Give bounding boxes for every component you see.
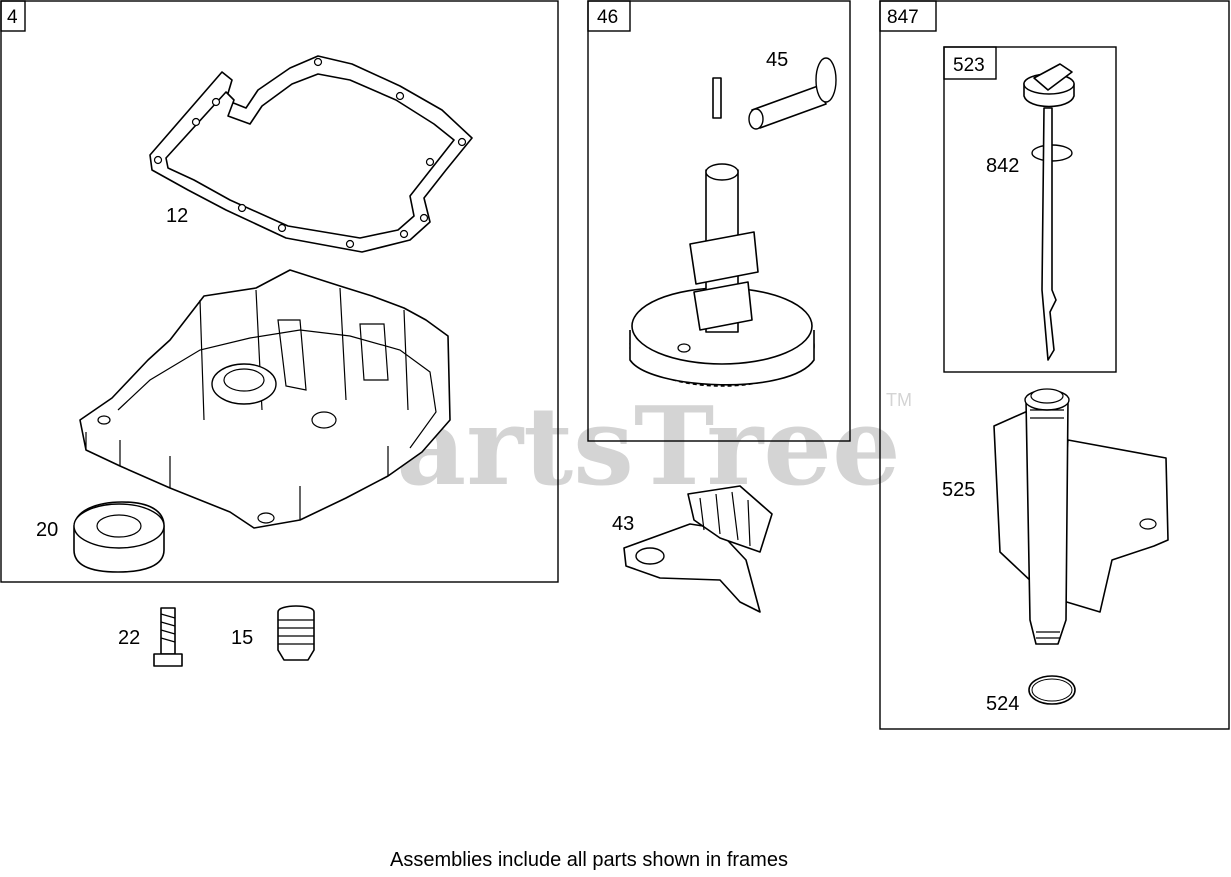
bolt-part-22 <box>153 607 183 667</box>
gasket-part-12 <box>149 55 473 253</box>
frame-523-tag: 523 <box>953 55 985 76</box>
callout-22: 22 <box>118 627 140 649</box>
callout-525: 525 <box>942 479 975 501</box>
frame-46: 46 <box>587 0 851 442</box>
frame-523-tag-box <box>943 46 997 80</box>
frame-46-tag: 46 <box>597 7 618 28</box>
frame-523: 523 <box>943 46 1117 373</box>
callout-20: 20 <box>36 519 58 541</box>
frame-4: 4 <box>0 0 559 583</box>
frame-847-tag-box <box>879 0 937 32</box>
fill-tube-part-525 <box>993 388 1169 645</box>
frame-4-tag: 4 <box>7 7 18 28</box>
frame-847: 847 <box>879 0 1230 730</box>
frame-46-tag-box <box>587 0 631 32</box>
frame-523-border <box>943 46 1117 373</box>
callout-12: 12 <box>166 205 188 227</box>
camshaft-gear <box>629 163 815 387</box>
dipstick-part-842 <box>1023 63 1075 361</box>
frame-847-tag: 847 <box>887 7 919 28</box>
bracket-part-43 <box>623 485 773 613</box>
callout-842: 842 <box>986 155 1019 177</box>
frame-4-tag-box <box>0 0 26 32</box>
oring-part-524 <box>1028 675 1076 705</box>
callout-45: 45 <box>766 49 788 71</box>
callout-15: 15 <box>231 627 253 649</box>
sump-housing <box>79 269 451 529</box>
frame-4-border <box>0 0 559 583</box>
watermark-trademark: TM <box>886 390 912 410</box>
tube-part-45 <box>712 57 837 130</box>
frame-46-border <box>587 0 851 442</box>
callout-524: 524 <box>986 693 1019 715</box>
footer-note: Assemblies include all parts shown in fr… <box>390 849 788 871</box>
callout-43: 43 <box>612 513 634 535</box>
plug-part-15 <box>277 605 315 661</box>
frame-847-border <box>879 0 1230 730</box>
seal-part-20 <box>73 501 165 573</box>
